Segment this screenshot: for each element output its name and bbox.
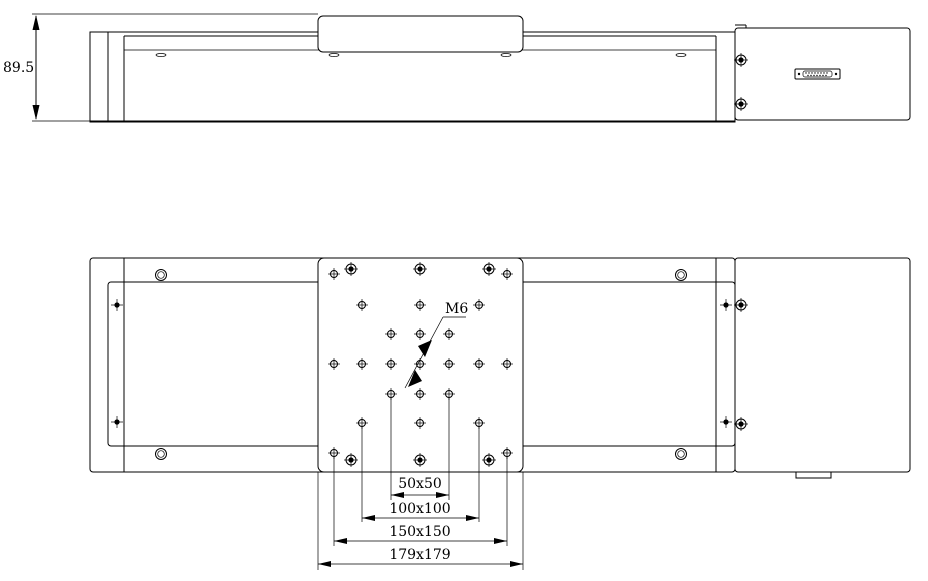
cover-screw <box>720 299 732 311</box>
threaded-hole <box>501 268 513 280</box>
cover-screw <box>720 416 732 428</box>
carriage-screw-head <box>482 262 496 276</box>
carriage-screw-head <box>344 262 358 276</box>
threaded-hole <box>328 268 340 280</box>
motor-screw-head <box>734 298 748 312</box>
rail-mounting-hole <box>675 448 687 460</box>
carriage-screw-head <box>482 453 496 467</box>
thread-callout: M6 <box>404 301 468 389</box>
side-slot <box>328 53 340 57</box>
threaded-hole <box>356 299 368 311</box>
height-dimension-label: 89.5 <box>3 60 34 76</box>
threaded-hole <box>414 328 426 340</box>
dimension-label-179x179: 179x179 <box>389 547 450 563</box>
threaded-hole <box>414 299 426 311</box>
db-connector <box>794 68 841 80</box>
threaded-hole <box>473 299 485 311</box>
side-slot <box>675 53 687 57</box>
carriage-plate <box>317 257 524 473</box>
threaded-hole <box>414 388 426 400</box>
motor-screw-head <box>734 417 748 431</box>
threaded-hole <box>501 358 513 370</box>
rail-mounting-hole <box>155 448 167 460</box>
motor-cable-exit <box>795 471 832 479</box>
threaded-hole <box>473 358 485 370</box>
rail-mounting-hole <box>155 269 167 281</box>
side-view: 89.5 <box>3 13 911 123</box>
side-slot <box>500 53 512 57</box>
dimension-label-50x50: 50x50 <box>398 476 442 492</box>
rail-mounting-hole <box>675 269 687 281</box>
threaded-hole <box>443 328 455 340</box>
side-screw-head <box>734 53 748 67</box>
threaded-hole <box>414 417 426 429</box>
carriage-screw-head <box>413 453 427 467</box>
side-motor-housing <box>734 27 911 121</box>
threaded-hole <box>385 328 397 340</box>
side-screw-head <box>734 97 748 111</box>
carriage-screw-head <box>413 262 427 276</box>
height-dimension: 89.5 <box>3 13 318 122</box>
cover-screw <box>111 416 123 428</box>
dimension-label-100x100: 100x100 <box>389 501 450 517</box>
side-slot <box>155 53 167 57</box>
threaded-hole <box>328 358 340 370</box>
dimension-label-150x150: 150x150 <box>389 524 450 540</box>
cover-screw <box>111 299 123 311</box>
carriage-screw-head <box>344 453 358 467</box>
side-carriage <box>317 15 524 53</box>
thread-callout-label: M6 <box>445 301 468 317</box>
threaded-hole <box>443 358 455 370</box>
top-view: M6 50x50 100x100 <box>89 257 911 570</box>
hole-pattern-dimensions: 50x50 100x100 150x150 179x179 <box>317 397 524 570</box>
top-motor-housing <box>734 257 911 473</box>
threaded-hole <box>385 358 397 370</box>
threaded-hole <box>356 358 368 370</box>
